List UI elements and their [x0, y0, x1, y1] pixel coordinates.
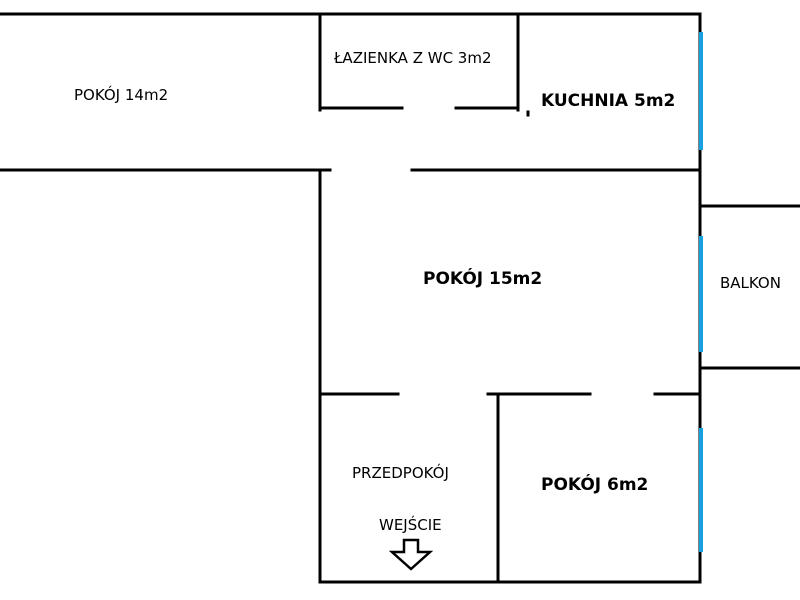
label-balkon: BALKON	[720, 274, 781, 292]
label-wejscie: WEJŚCIE	[379, 515, 442, 534]
label-pokoj-6: POKÓJ 6m2	[541, 473, 648, 495]
room-labels: POKÓJ 14m2 ŁAZIENKA Z WC 3m2 KUCHNIA 5m2…	[74, 49, 781, 534]
label-lazienka: ŁAZIENKA Z WC 3m2	[333, 49, 492, 67]
label-pokoj-15: POKÓJ 15m2	[423, 267, 542, 289]
label-pokoj-14: POKÓJ 14m2	[74, 85, 168, 104]
label-przedpokoj: PRZEDPOKÓJ	[352, 463, 449, 482]
label-kuchnia: KUCHNIA 5m2	[541, 91, 675, 111]
arrow-down-icon	[388, 538, 434, 571]
